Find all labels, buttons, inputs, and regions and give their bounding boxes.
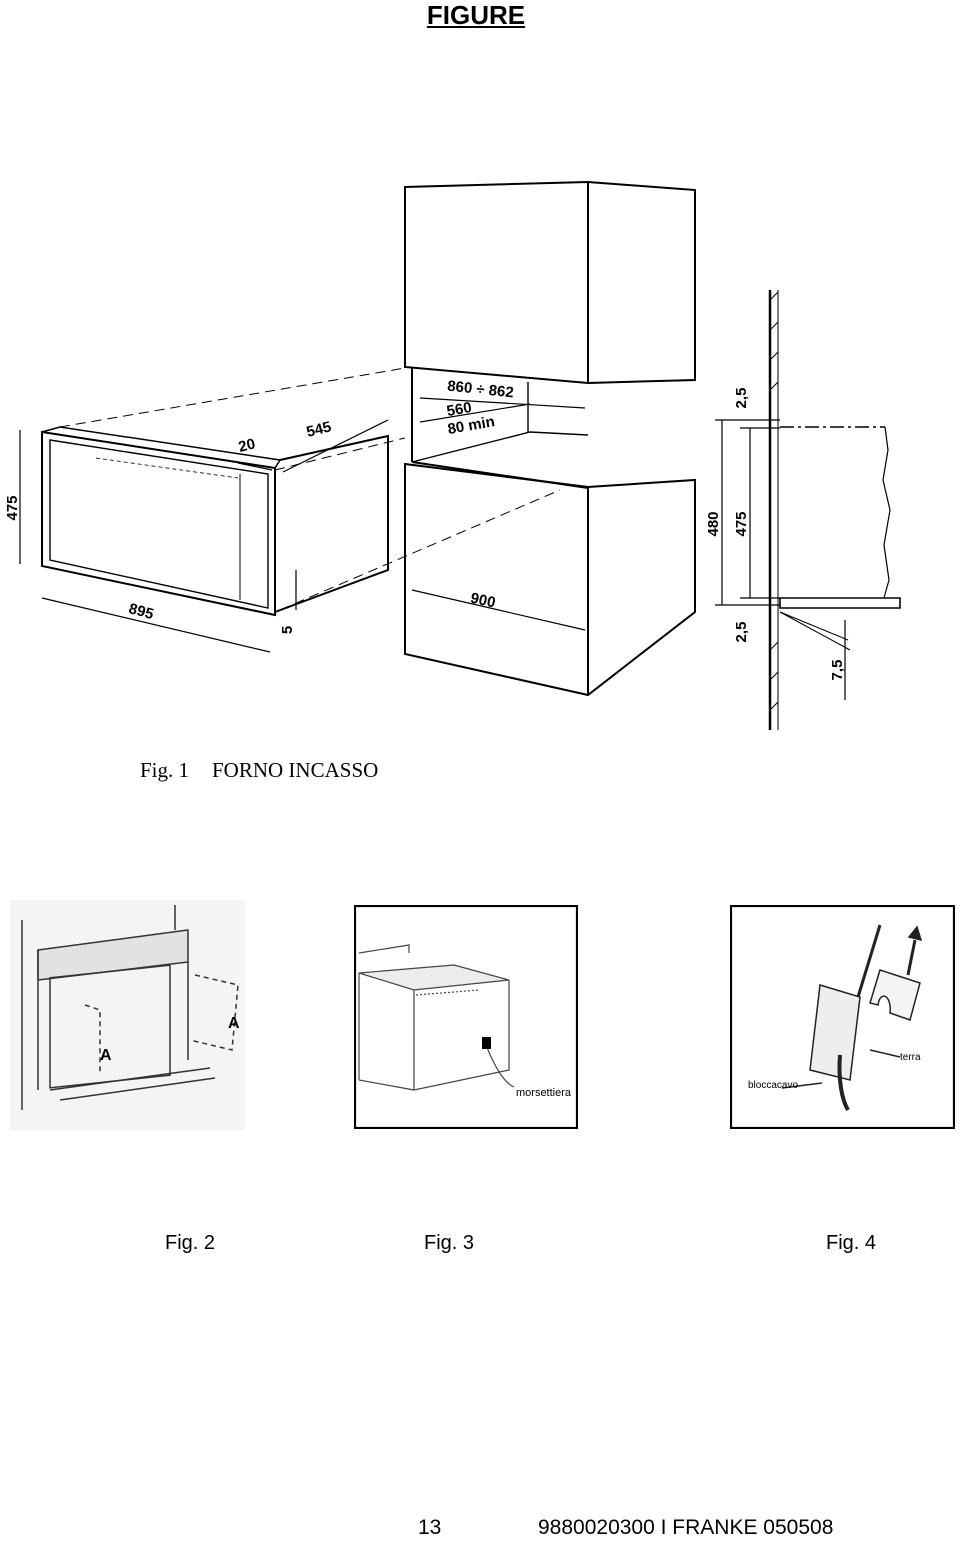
figure1-caption-number: Fig. 1 — [140, 758, 190, 782]
dim-niche-width: 900 — [469, 590, 497, 612]
figure2-label-a-right: A — [228, 1015, 240, 1032]
figure4-label-cable-lock: bloccacavo — [748, 1080, 798, 1091]
figure2-caption: Fig. 2 — [165, 1232, 216, 1254]
dim-section-top-gap: 2,5 — [733, 388, 750, 409]
dim-niche-height: 860 ÷ 862 — [446, 378, 514, 402]
figure4-drawing: bloccacavo terra — [730, 905, 955, 1129]
dim-oven-depth: 545 — [305, 418, 333, 441]
dim-niche-depth: 560 — [445, 399, 473, 420]
figure3-drawing: morsettiera — [354, 905, 578, 1129]
figure3-label-terminal: morsettiera — [516, 1087, 572, 1099]
page-number: 13 — [418, 1516, 442, 1539]
upper-cabinet — [404, 180, 696, 385]
dim-section-total: 480 — [705, 511, 722, 536]
figure2-label-a-left: A — [100, 1047, 112, 1064]
document-code: 9880020300 I FRANKE 050508 — [538, 1516, 834, 1539]
dim-oven-width: 895 — [127, 600, 156, 623]
shelf-section — [779, 597, 901, 609]
oven-front-glass — [49, 439, 269, 609]
dim-section-inner: 475 — [733, 511, 750, 536]
figure3-caption: Fig. 3 — [424, 1232, 475, 1254]
figure4-label-earth: terra — [900, 1052, 921, 1063]
figure2-drawing: A A — [10, 900, 245, 1130]
lower-cabinet — [404, 462, 696, 697]
dim-section-bottom-gap: 2,5 — [733, 622, 750, 643]
dim-shelf-offset: 7,5 — [829, 660, 846, 681]
figure1-drawing: 475 895 545 20 5 860 ÷ 862 560 80 min 90… — [4, 180, 901, 730]
dim-oven-height: 475 — [4, 495, 21, 520]
figure1-caption-text: FORNO INCASSO — [212, 758, 379, 782]
oven-side — [274, 434, 389, 613]
figure4-caption: Fig. 4 — [826, 1232, 877, 1254]
page-heading: FIGURE — [426, 0, 526, 30]
dim-frame-offset: 20 — [237, 435, 257, 456]
dim-bottom-gap: 5 — [279, 626, 296, 634]
